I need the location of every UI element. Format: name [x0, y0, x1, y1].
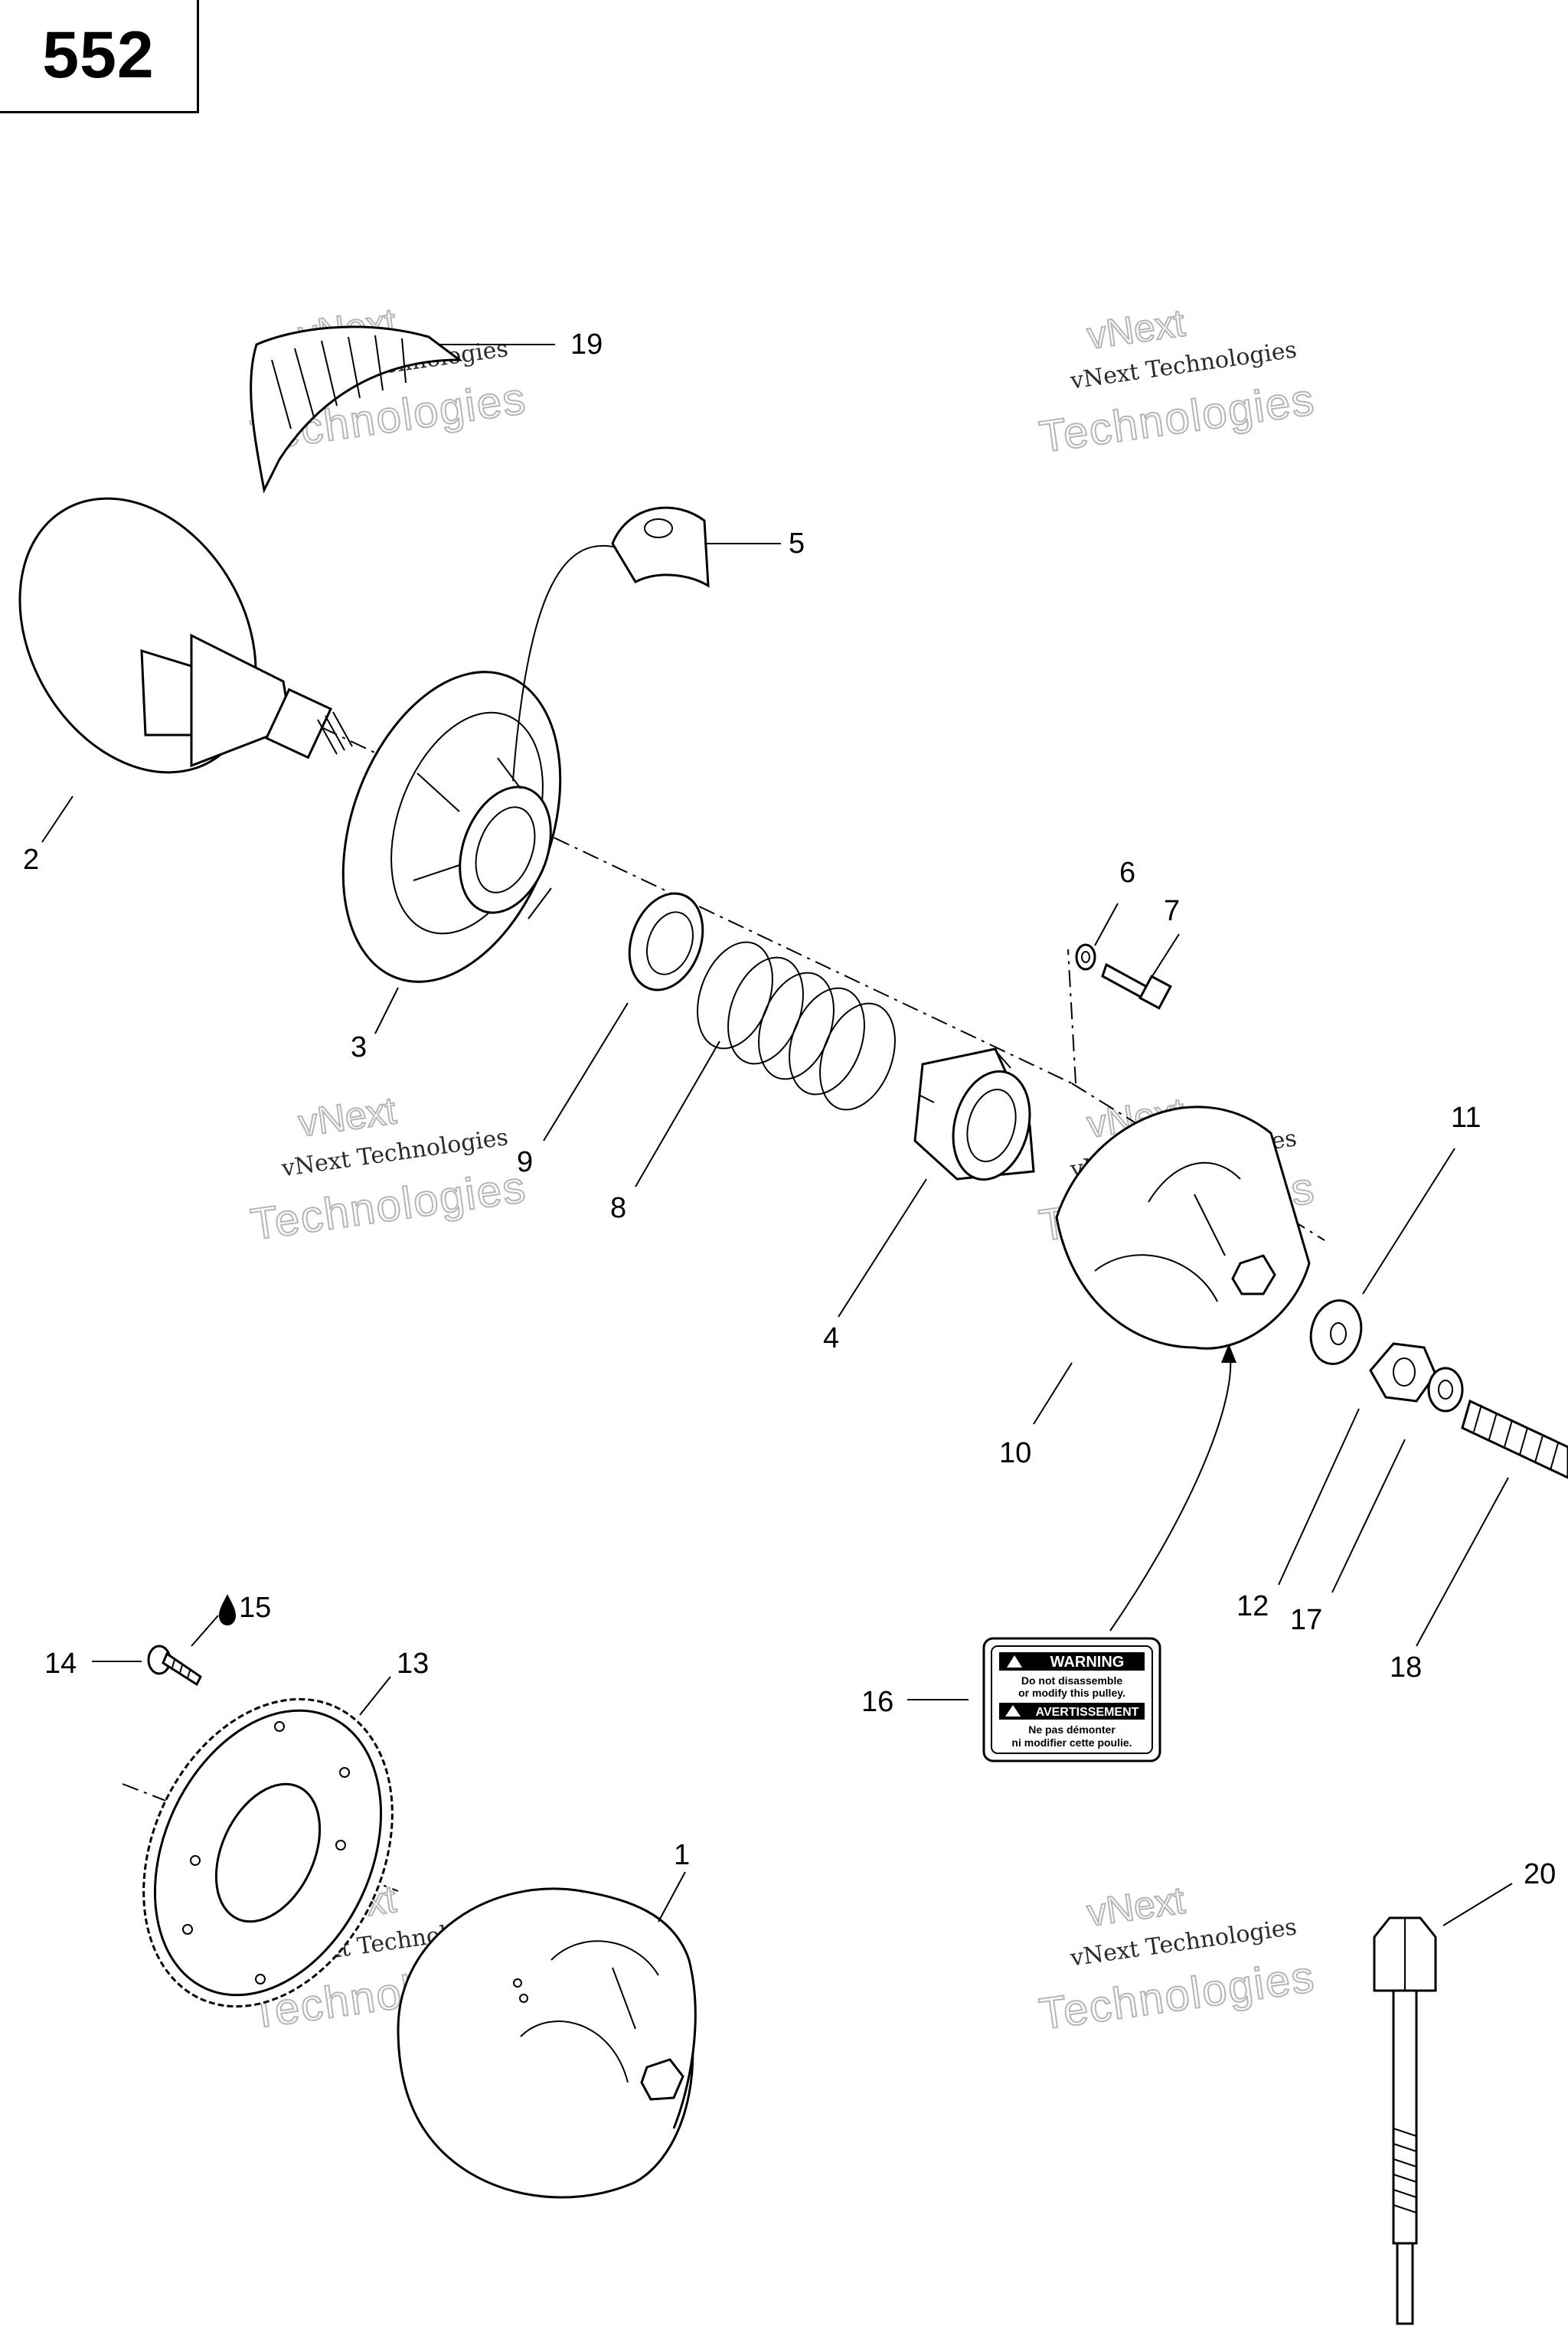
- callout-3: 3: [351, 1031, 367, 1063]
- leader-13: [359, 1676, 391, 1716]
- part-9-ring: [628, 892, 704, 991]
- callout-5: 5: [789, 528, 805, 560]
- callout-8: 8: [610, 1192, 626, 1224]
- part-13-ring-gear: [142, 1697, 394, 2008]
- part-3-sliding-sheave: [341, 671, 562, 983]
- callout-7: 7: [1164, 895, 1180, 927]
- callout-4: 4: [823, 1322, 839, 1354]
- warning-header-en: WARNING: [1050, 1654, 1125, 1671]
- watermark-group-2: vNext vNext Technologies Technologies: [1036, 301, 1319, 463]
- watermark-vnext: vNext: [1084, 302, 1187, 358]
- center-axis-line: [122, 727, 1325, 1892]
- callout-14: 14: [44, 1648, 77, 1680]
- callout-19: 19: [570, 328, 603, 361]
- callout-15: 15: [239, 1592, 271, 1624]
- part-11-washer: [1309, 1299, 1363, 1365]
- leader-17: [1331, 1439, 1406, 1593]
- callout-17: 17: [1290, 1604, 1322, 1636]
- leader-11: [1362, 1148, 1455, 1295]
- leader-2: [41, 795, 74, 843]
- page-number-box: 552: [0, 0, 199, 113]
- warning-body-fr-1: Ne pas démonter: [1028, 1723, 1116, 1736]
- part-1-pulley-half: [397, 1887, 697, 2199]
- part-5-slider-shoe: [611, 506, 710, 588]
- warning-body-en-2: or modify this pulley.: [1018, 1687, 1125, 1699]
- callout-16: 16: [861, 1686, 893, 1718]
- callout-13: 13: [397, 1648, 429, 1680]
- callout-6: 6: [1119, 857, 1135, 889]
- part-17-lock-washer: [1427, 1367, 1464, 1413]
- watermark-group-3: vNext vNext Technologies Technologies: [247, 1088, 531, 1250]
- part-6-washer: [1075, 943, 1096, 971]
- part-4-spider: [913, 1047, 1035, 1181]
- part-18-bolt: [1461, 1399, 1568, 1479]
- callout-2: 2: [23, 844, 39, 876]
- leader-12: [1278, 1408, 1360, 1586]
- leader-8: [635, 1040, 720, 1187]
- part-7-screw: [1101, 962, 1172, 1010]
- part-16-warning-label: WARNING Do not disassemble or modify thi…: [982, 1637, 1161, 1762]
- callout-9: 9: [517, 1146, 533, 1178]
- leader-15: [191, 1615, 219, 1647]
- callout-1: 1: [674, 1839, 690, 1871]
- leader-3: [374, 987, 399, 1034]
- callout-11: 11: [1451, 1102, 1481, 1134]
- part-12-nut: [1369, 1342, 1437, 1403]
- leader-16-to-cover: [1109, 1347, 1232, 1632]
- part-8-spring: [697, 941, 896, 1111]
- leader-4: [838, 1178, 927, 1318]
- leader-7: [1152, 933, 1180, 977]
- leader-18: [1416, 1477, 1509, 1647]
- leader-20: [1442, 1883, 1513, 1926]
- warning-header-fr: AVERTISSEMENT: [1036, 1706, 1139, 1719]
- leader-9: [543, 1002, 629, 1142]
- oil-drop-icon: [219, 1594, 236, 1625]
- watermark-group-6: vNext vNext Technologies Technologies: [1036, 1878, 1319, 2040]
- callout-18: 18: [1390, 1651, 1422, 1684]
- page-number: 552: [42, 18, 155, 92]
- watermark-vnext: vNext: [1084, 1879, 1187, 1935]
- callout-10: 10: [999, 1437, 1031, 1469]
- arrow-head: [1221, 1344, 1236, 1363]
- watermark-vnext: vNext: [296, 1089, 398, 1145]
- leader-6: [1094, 903, 1119, 946]
- leader-5-curve: [512, 544, 617, 782]
- warning-body-fr-2: ni modifier cette poulie.: [1011, 1736, 1132, 1749]
- callout-20: 20: [1524, 1858, 1556, 1890]
- part-20-long-bolt: [1373, 1916, 1437, 2325]
- leader-10: [1033, 1362, 1073, 1425]
- part-14-screw: [147, 1645, 202, 1687]
- part-2-fixed-sheave: [18, 497, 353, 774]
- leader-1: [658, 1871, 686, 1922]
- warning-triangle-icon: [1007, 1655, 1022, 1668]
- warning-triangle-icon: [1005, 1705, 1021, 1717]
- callout-12: 12: [1236, 1590, 1269, 1622]
- part-19-belt: [250, 325, 463, 494]
- warning-body-en-1: Do not disassemble: [1021, 1674, 1122, 1687]
- part-10-cover: [1055, 1106, 1311, 1350]
